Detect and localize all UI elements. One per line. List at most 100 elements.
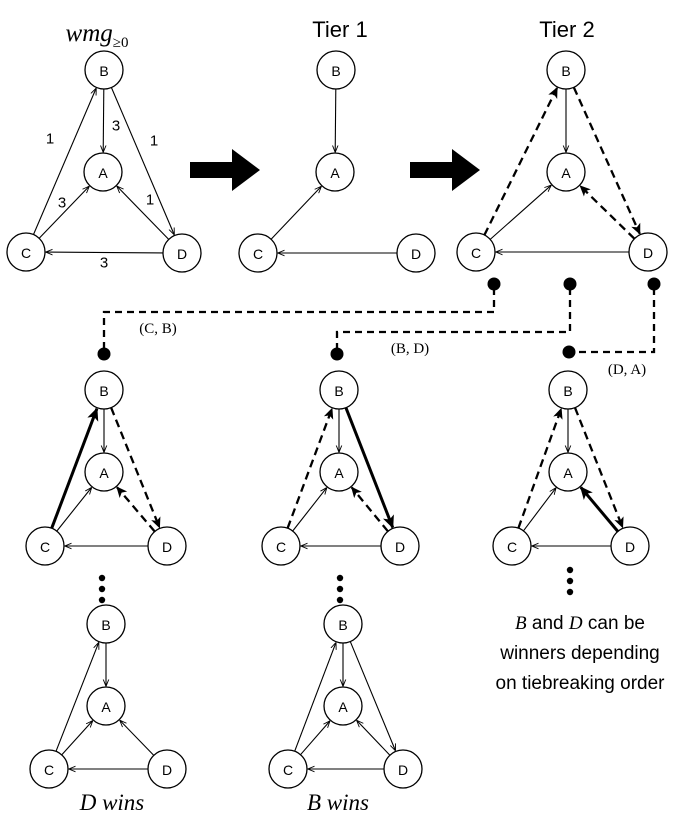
tier2-title: Tier 2: [539, 17, 594, 42]
node-circle: [86, 686, 126, 726]
node-c: C: [6, 232, 46, 272]
weight-c-b: 1: [46, 131, 54, 148]
node-circle: [610, 526, 650, 566]
edge-b-d: [572, 86, 641, 235]
node-label: A: [99, 465, 109, 481]
node-label: B: [563, 383, 572, 399]
ellipsis-left: [98, 574, 106, 604]
edge-d-a: [117, 186, 170, 240]
node-a: A: [323, 686, 363, 726]
connector-d-a: [572, 288, 656, 354]
node-label: D: [411, 246, 421, 262]
node-circle: [323, 686, 363, 726]
node-a: A: [83, 152, 123, 192]
node-c: C: [268, 749, 308, 789]
big-arrow-2: [410, 149, 480, 191]
edge-b-d: [349, 641, 395, 751]
connector-dot-c-b-top: [487, 277, 501, 291]
node-label: B: [561, 63, 570, 79]
edge-c-b: [294, 643, 336, 752]
node-label: C: [253, 246, 263, 262]
node-circle: [86, 604, 126, 644]
weight-d-c: 3: [100, 255, 108, 272]
node-d: D: [147, 526, 187, 566]
graph-tier2: A B C D: [456, 50, 668, 272]
node-circle: [268, 749, 308, 789]
node-circle: [383, 749, 423, 789]
node-label: A: [563, 465, 573, 481]
wmg-title-subscript: ≥0: [113, 35, 129, 51]
edge-b-a: [103, 88, 104, 152]
pair-label-c-b: (C, B): [139, 321, 177, 337]
pair-label-b-d: (B, D): [391, 341, 429, 357]
connector-c-b: [102, 288, 496, 350]
ellipsis-middle: [336, 574, 344, 604]
note-and: and: [527, 613, 569, 634]
node-label: A: [101, 699, 111, 715]
node-a: A: [546, 152, 586, 192]
node-circle: [380, 526, 420, 566]
node-b: B: [316, 50, 356, 90]
edge-d-a: [579, 486, 619, 533]
connector-dot-c-b-bottom: [97, 347, 111, 361]
node-circle: [6, 232, 46, 272]
edge-c-a: [270, 187, 321, 240]
node-circle: [147, 526, 187, 566]
edge-c-b: [517, 407, 563, 529]
node-label: D: [398, 762, 408, 778]
edge-c-a: [38, 186, 89, 239]
node-b: B: [319, 370, 359, 410]
node-label: C: [276, 539, 286, 555]
node-c: C: [238, 233, 278, 273]
ellipsis-right: [566, 566, 574, 596]
node-a: A: [86, 686, 126, 726]
node-c: C: [29, 749, 69, 789]
wmg-title: wmg≥0: [66, 20, 129, 51]
node-label: D: [162, 539, 172, 555]
edge-d-a: [120, 720, 155, 756]
node-label: B: [101, 617, 110, 633]
node-label: C: [507, 539, 517, 555]
node-circle: [84, 50, 124, 90]
node-circle: [83, 152, 123, 192]
node-label: A: [561, 165, 571, 181]
node-label: C: [471, 245, 481, 261]
node-circle: [84, 452, 124, 492]
node-c: C: [261, 526, 301, 566]
node-circle: [162, 233, 202, 273]
tier1-title: Tier 1: [312, 17, 367, 42]
node-circle: [546, 50, 586, 90]
edge-c-b: [32, 88, 97, 235]
connector-dot-d-a-top: [647, 277, 661, 291]
node-label: C: [21, 245, 31, 261]
edge-d-a: [350, 486, 389, 533]
node-label: D: [395, 539, 405, 555]
node-label: A: [338, 699, 348, 715]
node-circle: [25, 526, 65, 566]
node-d: D: [383, 749, 423, 789]
node-label: D: [625, 539, 635, 555]
node-d: D: [628, 232, 668, 272]
node-label: B: [331, 63, 340, 79]
node-label: A: [334, 465, 344, 481]
result-middle: B wins: [307, 790, 369, 815]
node-circle: [147, 749, 187, 789]
node-circle: [628, 232, 668, 272]
edge-d-a: [579, 185, 636, 240]
weight-b-a: 3: [112, 118, 120, 135]
note-d: D: [568, 613, 583, 634]
weight-c-a: 3: [58, 195, 66, 212]
node-label: B: [334, 383, 343, 399]
node-c: C: [492, 526, 532, 566]
edge-b-d: [573, 407, 624, 529]
node-c: C: [25, 526, 65, 566]
node-label: D: [643, 245, 653, 261]
node-b: B: [548, 370, 588, 410]
wmg-title-main: wmg: [66, 20, 113, 47]
